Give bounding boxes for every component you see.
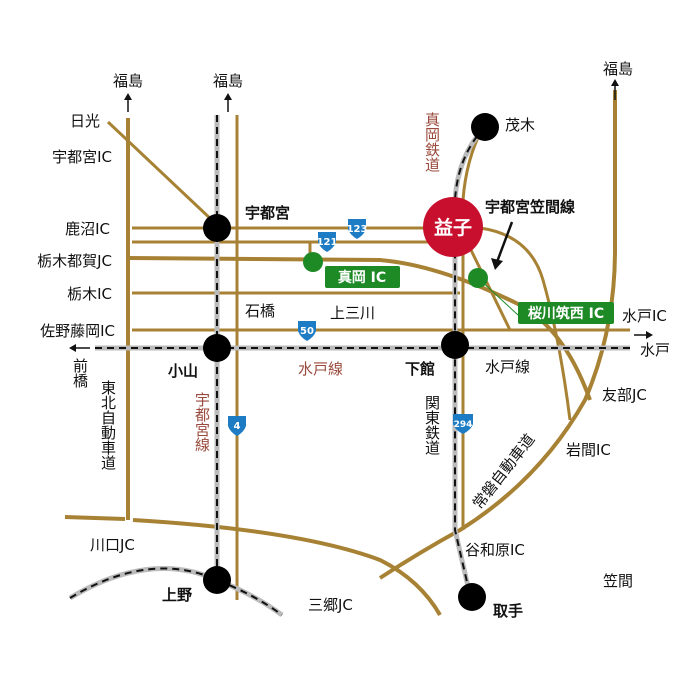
mashiko-marker	[423, 197, 483, 257]
route-50-shield	[298, 321, 316, 341]
motegi-label: 茂木	[505, 116, 535, 134]
mito-label: 水戸	[640, 341, 670, 359]
utsunomiya-station-label: 宇都宮	[245, 204, 290, 222]
utsunomiya-ic-label: 宇都宮IC	[52, 148, 112, 166]
route-121-number: 121	[317, 237, 338, 248]
tohoku-expressway-label: 東北自動車道	[99, 380, 117, 470]
joban-expressway-line	[378, 90, 617, 580]
route-123-shield	[348, 219, 366, 239]
utsunomiya-kasama-line-label: 宇都宮笠間線	[485, 198, 575, 216]
moka-railway-label: 真岡鉄道	[423, 111, 441, 172]
oyama-label: 小山	[168, 362, 198, 380]
moka-ic-label: 真岡 IC	[338, 269, 386, 286]
mito-line-label-1: 水戸線	[298, 360, 343, 378]
moka-ic-dot	[303, 252, 323, 272]
kanto-railway-label: 関東鉄道	[423, 395, 441, 455]
fukushima-label-3: 福島	[603, 60, 633, 78]
sakuragawa-ic-badge	[518, 302, 614, 324]
shimodate-label: 下館	[405, 360, 435, 378]
ueno-label: 上野	[162, 586, 192, 604]
railways	[68, 115, 630, 618]
fukushima-label-1: 福島	[113, 72, 143, 90]
shimodate-station-dot	[441, 331, 469, 359]
mashiko-label: 益子	[434, 216, 472, 239]
kanuma-ic-label: 鹿沼IC	[65, 220, 110, 238]
motegi-station-dot	[471, 113, 499, 141]
route-294-number: 294	[454, 420, 473, 430]
kasama-label: 笠間	[603, 572, 633, 590]
tochigi-ic-label: 栃木IC	[67, 285, 112, 303]
yawara-ic-label: 谷和原IC	[465, 541, 525, 559]
tochigi-tsuga-jc-label: 栃木都賀JC	[37, 252, 112, 270]
stations	[203, 113, 499, 611]
iwama-ic-label: 岩間IC	[566, 441, 611, 459]
sakuragawa-ic-label: 桜川筑西 IC	[528, 305, 604, 322]
maebashi-label: 前橋	[71, 358, 89, 388]
moka-ic-badge	[325, 266, 400, 288]
kasama-line-ic-dot	[468, 268, 488, 288]
tomobe-jc-label: 友部JC	[602, 386, 647, 404]
ishibashi-label: 石橋	[245, 302, 275, 320]
toride-label: 取手	[493, 602, 523, 620]
ken-o-expressway-line	[64, 515, 442, 616]
route-121-shield	[318, 232, 336, 252]
mito-line-label-2: 水戸線	[485, 358, 530, 376]
route-4-shield	[228, 416, 246, 436]
mashiko-east-road	[479, 226, 572, 421]
route-shields: 121 123 50 4 294	[228, 219, 473, 436]
utsunomiya-line-label: 宇都宮線	[193, 392, 211, 452]
kawaguchi-jc-label: 川口JC	[90, 536, 135, 554]
kaminokawa-label: 上三川	[330, 304, 375, 322]
oyama-station-dot	[203, 334, 231, 362]
sano-fujioka-ic-label: 佐野藤岡IC	[40, 322, 115, 340]
route-50-number: 50	[300, 326, 314, 337]
fukushima-label-2: 福島	[213, 72, 243, 90]
mito-ic-label: 水戸IC	[622, 307, 667, 325]
nikko-label: 日光	[70, 112, 100, 130]
ueno-station-dot	[203, 566, 231, 594]
pointer-arrow-icon	[495, 221, 514, 263]
toride-station-dot	[458, 583, 486, 611]
route-294-shield	[453, 414, 473, 434]
route-4-number: 4	[234, 421, 241, 432]
misato-jc-label: 三郷JC	[308, 596, 353, 614]
direction-arrows	[69, 79, 653, 352]
route-123-number: 123	[347, 224, 368, 235]
nikko-road	[106, 120, 216, 224]
utsunomiya-station-dot	[203, 214, 231, 242]
roads	[64, 90, 630, 616]
